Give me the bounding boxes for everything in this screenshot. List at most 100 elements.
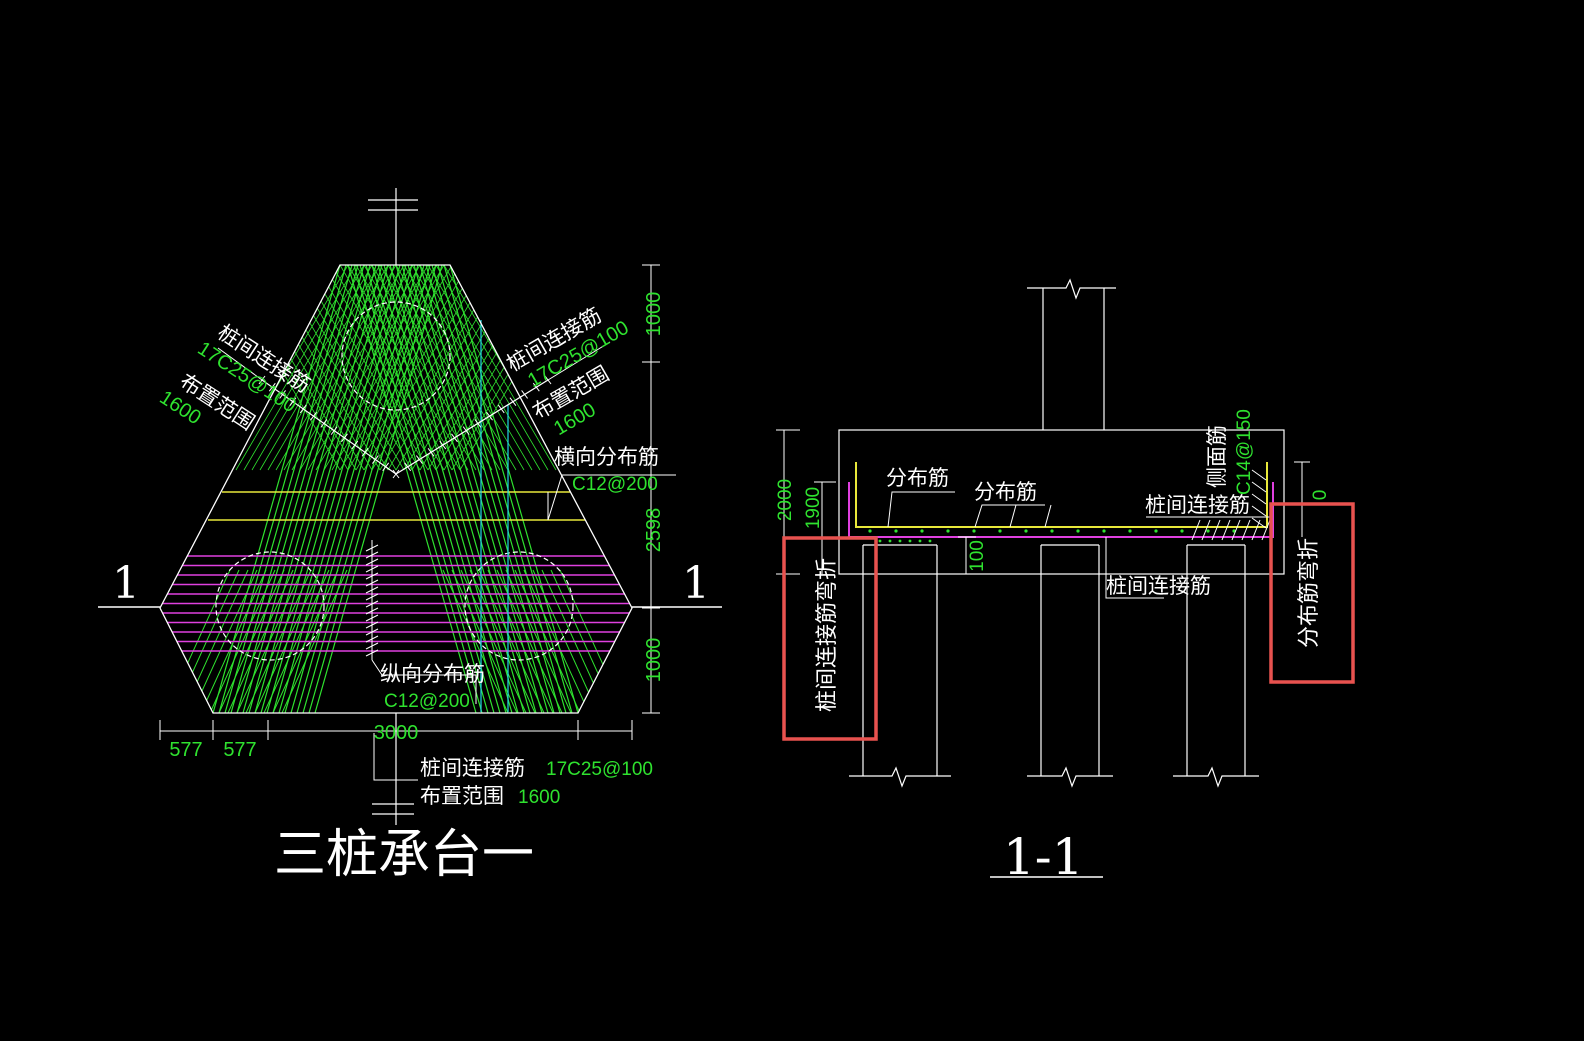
cap-section-outline — [838, 429, 1285, 575]
center-ticks — [365, 544, 379, 657]
longitudinal-leader — [371, 659, 477, 704]
hatch-line — [236, 265, 365, 713]
hatch-line — [347, 265, 477, 713]
pile-circle-left — [215, 551, 325, 661]
hatch-line — [339, 265, 461, 471]
rebar-dot — [1180, 529, 1184, 533]
callout-right-text: 分布筋弯折 — [1297, 538, 1322, 648]
range-tick — [371, 455, 379, 464]
rebar-dot — [1154, 529, 1158, 533]
range-tick — [486, 411, 493, 421]
center-tick — [365, 558, 379, 566]
rebar-dot — [920, 529, 924, 533]
dim-1900: 1900 — [803, 487, 824, 529]
hatch-line — [235, 265, 357, 471]
hatch-line — [230, 265, 359, 713]
center-tick — [365, 600, 379, 608]
hatch-line — [419, 265, 549, 713]
dim-bot-1000: 1000 — [643, 638, 665, 683]
rebar-dot — [1024, 529, 1028, 533]
hatch-line — [331, 265, 453, 471]
range-tick — [451, 433, 458, 443]
hatch-line — [248, 265, 377, 713]
center-tick — [365, 544, 379, 552]
range-tick — [351, 440, 359, 450]
range-tick — [532, 382, 540, 392]
dim-mid-2598: 2598 — [643, 508, 665, 553]
hatch-line — [365, 265, 495, 713]
rebar-dot — [1206, 529, 1210, 533]
center-tick — [365, 565, 379, 573]
pile-break-line — [1173, 766, 1259, 788]
rebar-dot — [868, 529, 872, 533]
column-break-line — [1027, 278, 1116, 300]
leader-tr — [547, 341, 611, 381]
hatch-line — [308, 265, 437, 713]
hatch-line — [401, 265, 531, 713]
rebar-dot — [972, 529, 976, 533]
range-tick — [415, 455, 423, 464]
range-tick — [404, 462, 412, 472]
center-tick — [365, 607, 379, 615]
hatch-line — [407, 265, 537, 713]
range-tick — [427, 448, 435, 457]
rebar-hatch-horizontal-magenta — [160, 555, 632, 652]
hatch-line — [243, 265, 365, 471]
label-bottom-spec: 17C25@100 — [546, 759, 653, 780]
hatch-line — [307, 265, 429, 471]
center-tick — [365, 551, 379, 559]
hatch-line — [259, 265, 381, 471]
rebar-dot — [894, 529, 898, 533]
center-tick — [365, 614, 379, 622]
hatch-line — [347, 265, 469, 471]
callout-left-text: 桩间连接筋弯折 — [815, 558, 840, 712]
range-tick — [299, 404, 307, 414]
center-tick — [365, 572, 379, 580]
rebar-dot — [946, 529, 950, 533]
transverse-leader — [547, 474, 676, 521]
range-tick — [258, 375, 266, 385]
hatch-line — [437, 265, 567, 713]
callout-box-right — [1269, 502, 1355, 684]
range-tick — [474, 419, 482, 428]
dim-100: 100 — [967, 540, 988, 572]
side-tick — [1251, 481, 1267, 493]
hatch-line — [278, 265, 407, 713]
range-tick — [382, 462, 390, 472]
hatch-line — [218, 265, 347, 713]
label-bottom-bar: 桩间连接筋 — [420, 756, 525, 780]
center-tick — [365, 593, 379, 601]
side-tick — [1241, 519, 1251, 541]
hatch-line — [315, 265, 437, 471]
range-ticks — [258, 375, 552, 479]
hatch-line — [299, 265, 421, 471]
range-tick — [310, 411, 317, 421]
hatch-line — [291, 265, 413, 471]
hatch-line — [260, 265, 389, 713]
bottom-leader — [373, 733, 418, 781]
side-tick — [1231, 519, 1241, 541]
rebar-dot — [928, 539, 932, 543]
hatch-line — [212, 265, 341, 713]
pile-connection-bar-u — [848, 482, 1274, 538]
hatch-line — [272, 265, 401, 713]
range-tick — [330, 426, 338, 435]
hatch-line — [290, 265, 419, 713]
distribution-bar-u — [855, 462, 1268, 528]
hatch-line — [395, 265, 525, 713]
label-longitudinal-spec: C12@200 — [384, 691, 470, 712]
dim-0: 0 — [1310, 490, 1331, 501]
label-pile-bar-bottom: 桩间连接筋 — [1106, 574, 1211, 598]
pile-circle-top — [341, 301, 451, 411]
range-tick — [462, 426, 470, 435]
pile-break-line — [849, 766, 951, 788]
side-tick — [1221, 519, 1231, 541]
side-tick — [1251, 469, 1267, 481]
center-tick — [365, 635, 379, 643]
center-tick — [365, 586, 379, 594]
rebar-dot — [898, 539, 902, 543]
hatch-line — [431, 265, 561, 713]
dim-3000: 3000 — [374, 722, 419, 744]
dim-top-1000: 1000 — [643, 292, 665, 337]
